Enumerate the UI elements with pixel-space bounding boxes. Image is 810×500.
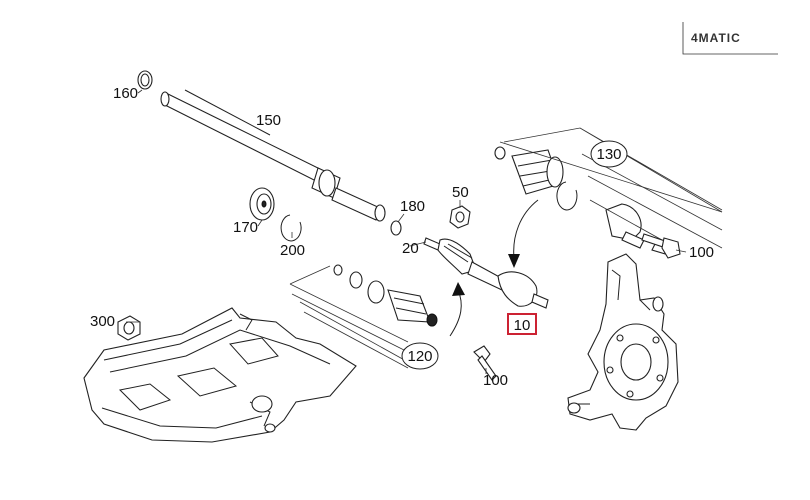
label-180: 180 (400, 198, 425, 215)
label-20: 20 (402, 240, 419, 257)
ring-180 (390, 220, 402, 236)
callout-120: 120 (401, 342, 439, 370)
logo-text: 4MATIC (691, 31, 741, 45)
arrow-to-outer (508, 199, 539, 268)
callout-130: 130 (590, 140, 628, 168)
inner-joint-boot (333, 264, 438, 327)
intermediate-shaft (160, 89, 386, 222)
nut-50 (449, 205, 471, 229)
label-200: 200 (280, 242, 305, 259)
label-170: 170 (233, 219, 258, 236)
nut-300 (117, 315, 141, 341)
highlighted-part-10[interactable]: 10 (507, 313, 537, 335)
oil-pan-housing (83, 307, 357, 443)
label-120: 120 (407, 348, 432, 365)
snap-ring-200 (280, 214, 302, 242)
bolt-100-lower (473, 345, 497, 381)
bearing-170 (249, 187, 275, 221)
label-50: 50 (452, 184, 469, 201)
label-10[interactable]: 10 (514, 317, 531, 334)
steering-knuckle (567, 253, 679, 431)
label-150: 150 (256, 112, 281, 129)
label-130: 130 (596, 146, 621, 163)
label-100-upper: 100 (689, 244, 714, 261)
logo-4matic: 4MATIC (682, 22, 778, 55)
label-100-lower: 100 (483, 372, 508, 389)
leader-lines (126, 89, 687, 374)
outer-joint-boot (494, 146, 677, 257)
arrow-to-inner (449, 282, 465, 337)
bolt-100-upper (641, 233, 681, 259)
label-300: 300 (90, 313, 115, 330)
label-160: 160 (113, 85, 138, 102)
drive-shaft-10 (423, 237, 549, 309)
seal-ring-160 (137, 70, 153, 90)
